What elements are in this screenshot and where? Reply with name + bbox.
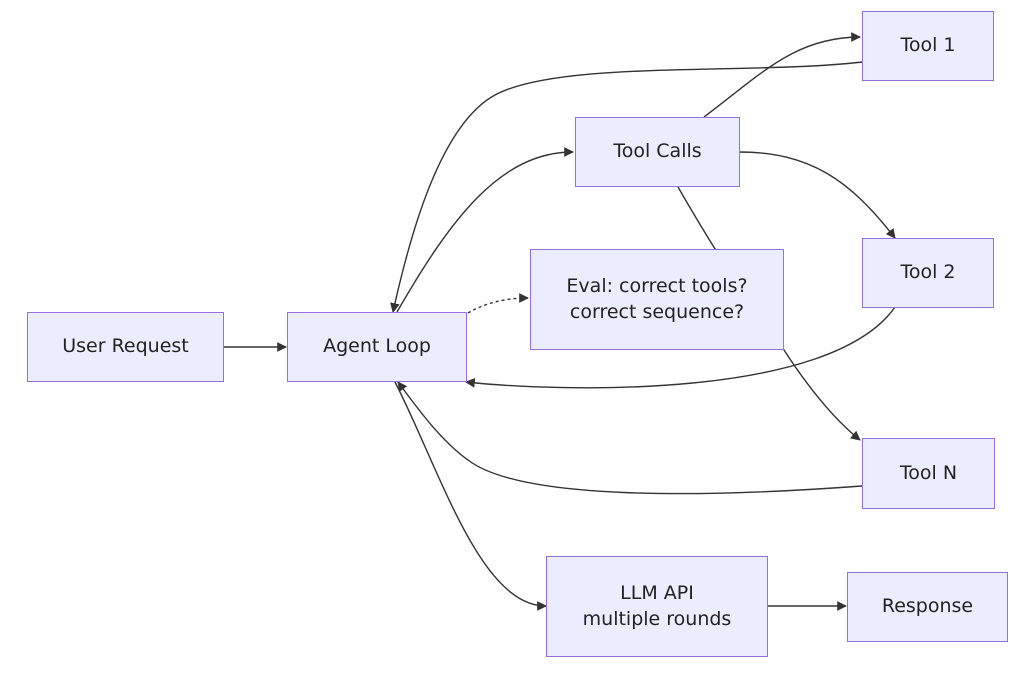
edge-agent-loop-to-eval [467, 293, 529, 314]
node-user-request: User Request [27, 312, 224, 382]
node-user-request-label: User Request [62, 335, 189, 358]
node-response: Response [847, 572, 1008, 642]
node-llm-api-line-2: multiple rounds [582, 607, 732, 630]
node-tool-1: Tool 1 [862, 11, 994, 81]
edge-tool-calls-to-tool-1 [703, 32, 861, 118]
node-agent-loop: Agent Loop [287, 312, 467, 382]
edge-tool-1-to-agent-loop [390, 61, 863, 313]
node-tool-n: Tool N [862, 438, 995, 509]
node-eval-line-2: correct sequence? [569, 300, 745, 323]
node-tool-calls: Tool Calls [575, 117, 740, 187]
edge-tool-2-to-agent-loop [465, 306, 896, 389]
node-tool-calls-label: Tool Calls [613, 140, 702, 163]
node-eval: Eval: correct tools? correct sequence? [530, 249, 784, 350]
node-llm-api-line-1: LLM API [620, 581, 694, 604]
node-eval-line-1: Eval: correct tools? [566, 274, 748, 297]
node-llm-api: LLM API multiple rounds [546, 556, 768, 657]
edge-tool-calls-to-tool-2 [738, 151, 896, 239]
edge-agent-loop-to-tool-calls [396, 147, 574, 313]
node-tool-2-label: Tool 2 [900, 261, 956, 284]
node-tool-n-label: Tool N [899, 461, 958, 484]
node-response-label: Response [881, 595, 974, 618]
node-tool-1-label: Tool 1 [900, 34, 956, 57]
node-agent-loop-label: Agent Loop [323, 335, 431, 358]
edge-tool-n-to-agent-loop [397, 381, 863, 495]
edge-agent-loop-to-llm-api [394, 381, 547, 611]
node-tool-2: Tool 2 [862, 238, 994, 308]
